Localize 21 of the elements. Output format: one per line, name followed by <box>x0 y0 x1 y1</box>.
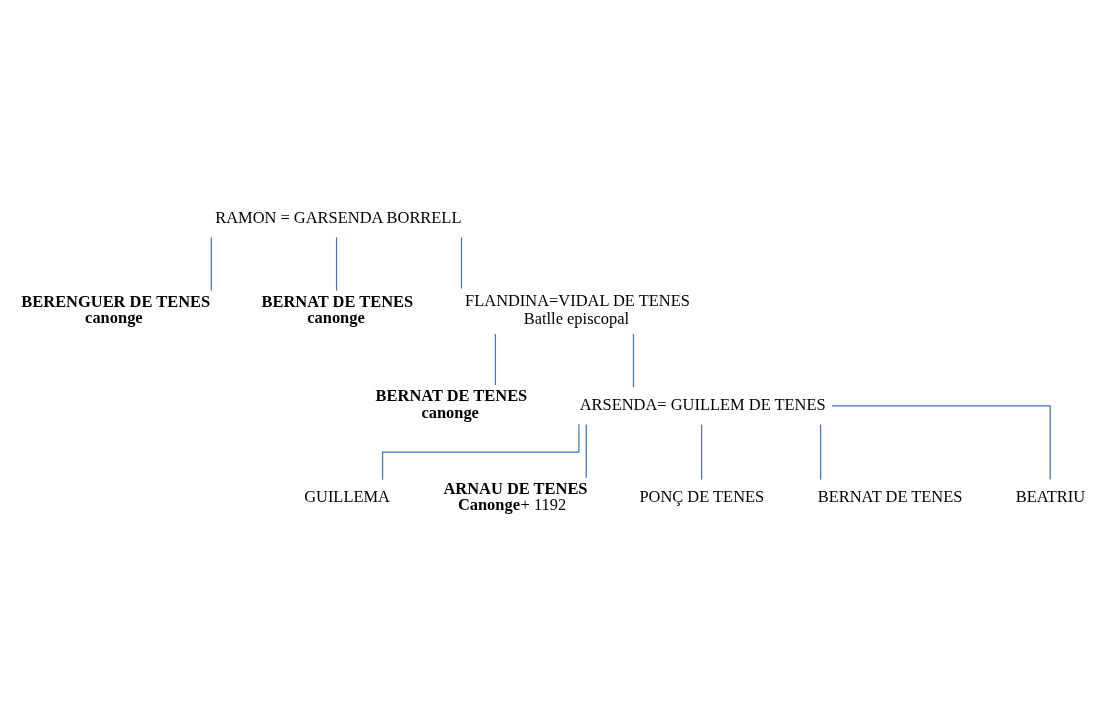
connector <box>585 423 587 479</box>
node-text: BERNAT DE TENES <box>817 487 963 507</box>
node-text: PONÇ DE TENES <box>639 487 765 507</box>
connector <box>831 405 1051 481</box>
node-text: ARNAU DE TENES Canonge+ 1192 <box>443 479 588 515</box>
connector <box>210 236 212 292</box>
node-text: RAMON = GARSENDA BORRELL <box>215 207 462 227</box>
connector <box>820 423 822 481</box>
node-text: GUILLEMA <box>304 487 390 507</box>
node-text: BERNAT DE TENES canonge <box>375 386 528 422</box>
connector <box>335 236 338 292</box>
connector <box>632 333 635 388</box>
connector <box>494 333 497 386</box>
connector <box>460 236 463 290</box>
node-text: BERNAT DE TENES canonge <box>261 291 414 328</box>
connector <box>700 423 703 481</box>
connector <box>381 423 580 481</box>
node-text: BERENGUER DE TENES canonge <box>21 291 211 328</box>
node-text: ARSENDA= GUILLEM DE TENES <box>579 394 826 414</box>
node-text: FLANDINA=VIDAL DE TENES Batlle episcopal <box>465 290 690 329</box>
node-text: BEATRIU <box>1015 487 1086 507</box>
